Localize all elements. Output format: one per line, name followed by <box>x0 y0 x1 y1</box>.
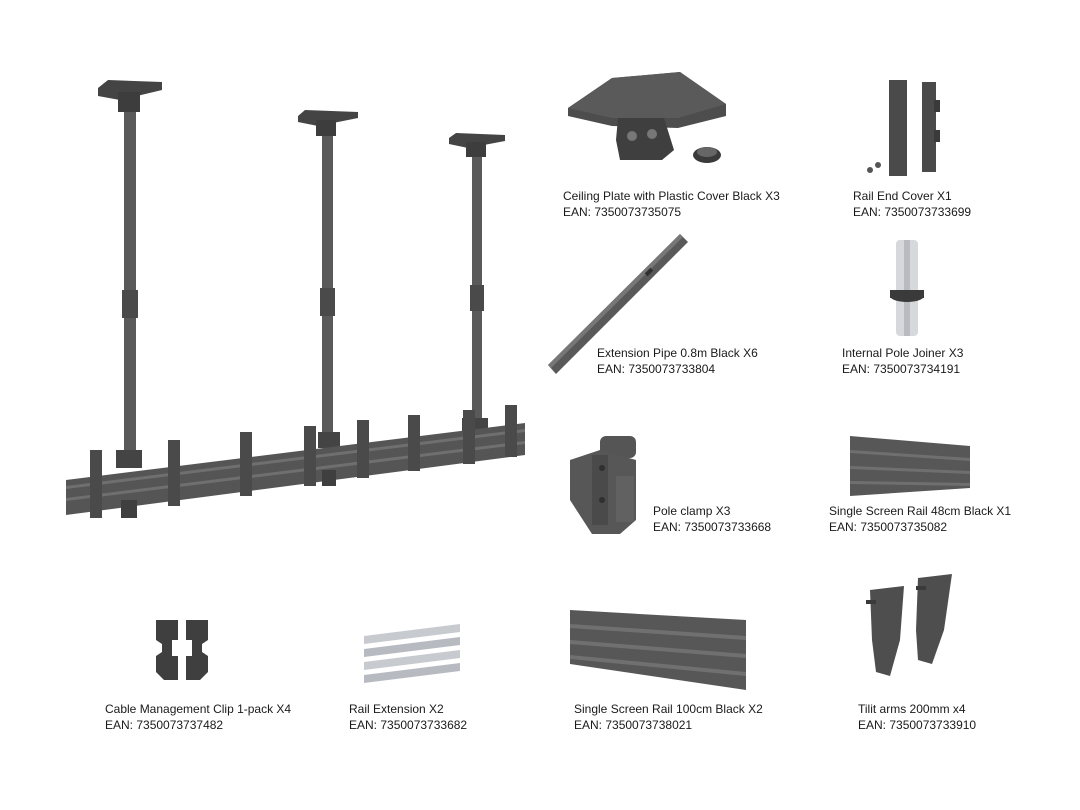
part-ean: EAN: 7350073735082 <box>829 520 948 534</box>
part-name: Rail Extension X2 <box>349 702 444 716</box>
part-name: Cable Management Clip 1-pack X4 <box>105 702 292 716</box>
part-caption: Cable Management Clip 1-pack X4 EAN: 735… <box>105 701 291 733</box>
part-ean: EAN: 7350073734191 <box>842 362 961 376</box>
part-ean: EAN: 7350073733804 <box>597 362 716 376</box>
part-name: Rail End Cover X1 <box>853 189 952 203</box>
part-caption: Extension Pipe 0.8m Black X6 EAN: 735007… <box>597 345 758 377</box>
part-caption: Single Screen Rail 48cm Black X1 EAN: 73… <box>829 503 1011 535</box>
part-caption: Single Screen Rail 100cm Black X2 EAN: 7… <box>574 701 763 733</box>
part-name: Single Screen Rail 48cm Black X1 <box>829 504 1012 518</box>
part-name: Extension Pipe 0.8m Black X6 <box>597 346 758 360</box>
part-name: Ceiling Plate with Plastic Cover Black X… <box>563 189 780 203</box>
part-name: Single Screen Rail 100cm Black X2 <box>574 702 763 716</box>
part-ean: EAN: 7350073733699 <box>853 205 972 219</box>
part-name: Internal Pole Joiner X3 <box>842 346 964 360</box>
part-ean: EAN: 7350073737482 <box>105 718 224 732</box>
part-caption: Ceiling Plate with Plastic Cover Black X… <box>563 188 780 220</box>
part-ean: EAN: 7350073738021 <box>574 718 693 732</box>
part-ean: EAN: 7350073733682 <box>349 718 468 732</box>
part-ean: EAN: 7350073733910 <box>858 718 977 732</box>
part-caption: Tilit arms 200mm x4 EAN: 7350073733910 <box>858 701 976 733</box>
part-name: Tilit arms 200mm x4 <box>858 702 966 716</box>
part-name: Pole clamp X3 <box>653 504 731 518</box>
part-ean: EAN: 7350073733668 <box>653 520 772 534</box>
part-caption: Pole clamp X3 EAN: 7350073733668 <box>653 503 771 535</box>
part-caption: Rail End Cover X1 EAN: 7350073733699 <box>853 188 971 220</box>
part-caption: Rail Extension X2 EAN: 7350073733682 <box>349 701 467 733</box>
part-ean: EAN: 7350073735075 <box>563 205 682 219</box>
part-caption: Internal Pole Joiner X3 EAN: 73500737341… <box>842 345 963 377</box>
